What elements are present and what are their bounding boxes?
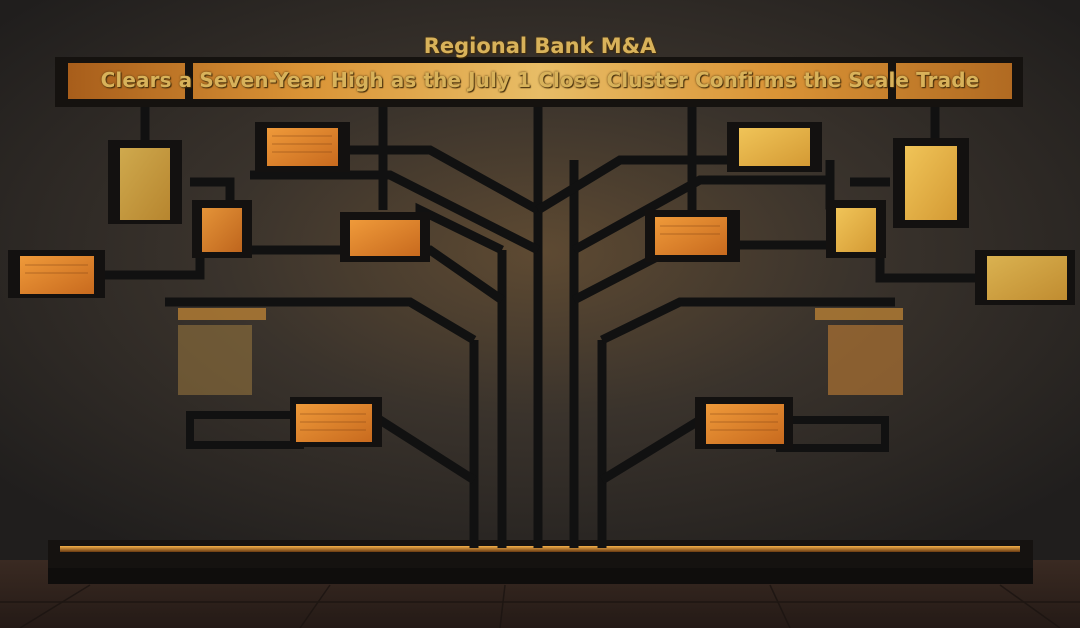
panels-left [8,122,430,449]
headline-line-1: Regional Bank M&A [423,34,657,58]
headline-line-2: Clears a Seven-Year High as the July 1 C… [100,68,980,92]
panels-right [645,122,1075,452]
headline-overlay: Regional Bank M&A Clears a Seven-Year Hi… [0,34,1080,92]
